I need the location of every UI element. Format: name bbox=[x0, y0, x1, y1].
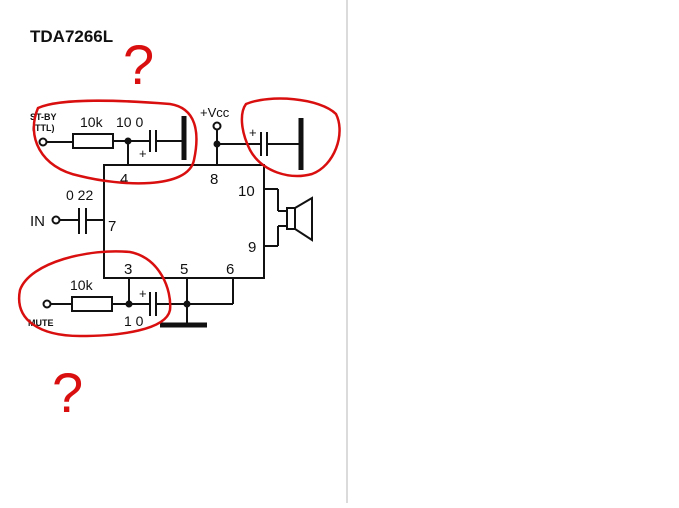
mute-label: MUTE bbox=[28, 318, 54, 328]
ic-body bbox=[103, 164, 265, 279]
mute-terminal bbox=[42, 299, 52, 309]
input-label: IN bbox=[30, 213, 45, 230]
pin-10-label: 10 bbox=[238, 183, 255, 200]
mute-cap-plus: + bbox=[139, 286, 147, 301]
standby-ttl-label: (TTL) bbox=[32, 123, 55, 133]
vcc-circle-annotation bbox=[240, 97, 341, 178]
mute-cap-value: 1 0 bbox=[124, 313, 144, 329]
standby-resistor bbox=[72, 133, 114, 149]
vcc-cap-plus: + bbox=[249, 125, 257, 140]
pin-5-label: 5 bbox=[180, 261, 188, 278]
pin-8-label: 8 bbox=[210, 171, 218, 188]
standby-cap-plus: + bbox=[139, 146, 147, 161]
ground-node bbox=[183, 300, 191, 308]
pin-6-label: 6 bbox=[226, 261, 234, 278]
vcc-terminal bbox=[212, 121, 222, 131]
pin-4-label: 4 bbox=[120, 171, 128, 188]
vcc-label: +Vcc bbox=[200, 105, 230, 120]
standby-cap-value: 10 0 bbox=[116, 114, 143, 130]
standby-resistor-value: 10k bbox=[80, 114, 104, 130]
mute-circle-annotation bbox=[17, 250, 172, 338]
pin-9-label: 9 bbox=[248, 239, 256, 256]
mute-node bbox=[125, 300, 133, 308]
input-terminal bbox=[51, 215, 61, 225]
pin-7-label: 7 bbox=[108, 218, 116, 235]
mute-resistor-value: 10k bbox=[70, 277, 94, 293]
pin-3-label: 3 bbox=[124, 261, 132, 278]
standby-label: ST-BY bbox=[30, 112, 57, 122]
question-mark-top: ? bbox=[123, 33, 154, 96]
chip-title: TDA7266L bbox=[30, 27, 113, 46]
mute-resistor bbox=[71, 296, 113, 312]
standby-terminal bbox=[38, 137, 48, 147]
question-mark-bottom: ? bbox=[52, 361, 83, 424]
input-cap-value: 0 22 bbox=[66, 187, 93, 203]
standby-circle-annotation bbox=[32, 99, 198, 185]
speaker-icon bbox=[286, 196, 313, 242]
